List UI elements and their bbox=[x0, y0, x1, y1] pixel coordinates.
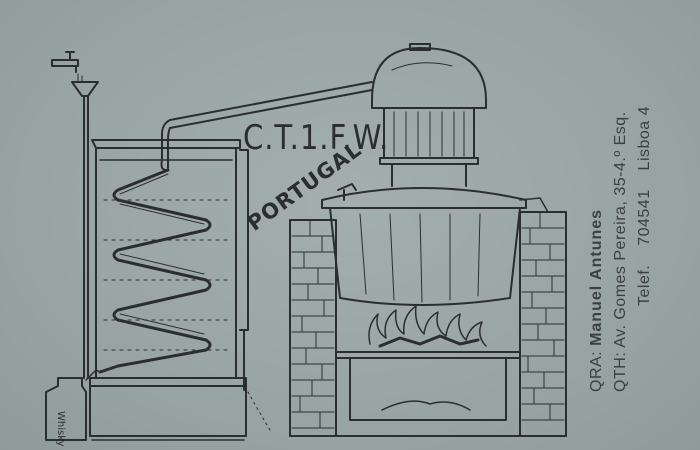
condenser-coil-icon bbox=[98, 168, 212, 374]
operator-name: Manuel Antunes bbox=[588, 208, 605, 346]
qra-label: QRA: bbox=[588, 350, 605, 392]
condenser-tank bbox=[89, 139, 249, 441]
funnel-icon bbox=[71, 81, 99, 379]
water-tap-icon bbox=[51, 51, 83, 83]
alembic-still-icon bbox=[321, 43, 549, 306]
drip-line bbox=[247, 391, 271, 431]
phone-number: 704541 bbox=[636, 189, 653, 246]
qth-line: QTH: Av. Gomes Pereira, 35-4.º Esq. bbox=[609, 0, 633, 392]
qra-line: QRA: Manuel Antunes bbox=[585, 0, 609, 392]
phone-label: Telef. bbox=[636, 264, 653, 306]
station-details: QRA: Manuel Antunes QTH: Av. Gomes Perei… bbox=[585, 0, 657, 392]
qth-address: Av. Gomes Pereira, 35-4.º Esq. bbox=[612, 111, 629, 348]
phone-line: Telef. 704541 Lisboa 4 bbox=[633, 0, 657, 392]
qth-label: QTH: bbox=[612, 351, 629, 392]
callsign-title: C.T.1.F.W. bbox=[243, 118, 390, 158]
lyne-arm-pipe bbox=[160, 81, 373, 171]
whisky-bottle-icon bbox=[45, 369, 101, 441]
city: Lisboa 4 bbox=[636, 105, 653, 171]
bottle-label: Whisky bbox=[55, 411, 66, 447]
brick-furnace bbox=[289, 211, 567, 437]
fire-icon bbox=[368, 305, 487, 348]
